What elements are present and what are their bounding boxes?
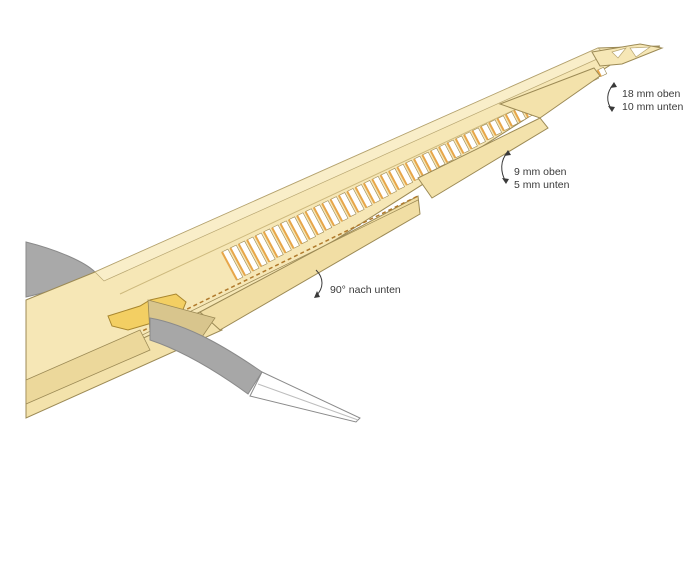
mid-deflection-down: 5 mm unten (514, 179, 570, 191)
rib (379, 174, 392, 195)
tip-deflection-down: 10 mm unten (622, 101, 684, 113)
rib (329, 198, 344, 222)
rib (438, 146, 449, 163)
rib (421, 154, 432, 172)
rib (354, 186, 368, 209)
mid-deflection-label: 9 mm oben 5 mm unten (514, 166, 569, 192)
tip-cutout-1 (611, 47, 627, 59)
rib (287, 219, 303, 245)
inner-aileron (199, 195, 421, 331)
root-deflection-text: 90° nach unten (330, 284, 401, 296)
rib (496, 118, 505, 132)
rib (454, 138, 465, 154)
rib (321, 203, 335, 227)
rib (296, 215, 311, 240)
rib (504, 114, 513, 127)
root-rib-lower (25, 329, 151, 405)
rib (479, 126, 489, 141)
servo-hatch (107, 293, 187, 331)
rib (488, 122, 497, 136)
rib (471, 130, 481, 145)
mid-deflection-up: 9 mm oben (514, 166, 567, 178)
rib (262, 231, 279, 258)
tail-boom-tube (249, 371, 361, 423)
rib (463, 134, 473, 150)
rib (429, 150, 441, 168)
mid-deflection-arrow (501, 151, 509, 183)
tip-deflection-label: 18 mm oben 10 mm unten (622, 88, 683, 114)
rib (346, 190, 360, 213)
rib (337, 194, 352, 218)
rib (413, 158, 424, 177)
tip-deflection-up: 18 mm oben (622, 88, 681, 100)
rib (596, 69, 602, 77)
tip-cutout-2 (629, 46, 652, 58)
rib (446, 142, 457, 159)
mid-aileron (417, 117, 549, 199)
mid-arrow-head-up (504, 150, 511, 156)
outer-aileron (498, 67, 601, 119)
mid-arrow-head-down (502, 178, 509, 184)
fuselage-boom (149, 317, 263, 395)
rib (221, 251, 238, 281)
tip-arrow-head-up (610, 82, 617, 88)
rib (271, 227, 287, 254)
rib (237, 243, 255, 272)
rib (312, 207, 327, 231)
rib (396, 166, 408, 186)
tip-arrow-head-down (608, 106, 615, 112)
rib (388, 170, 400, 191)
rib (304, 211, 319, 236)
rib (229, 247, 246, 276)
rib (254, 235, 271, 263)
rib (404, 162, 416, 181)
rib (279, 223, 295, 249)
tail-boom-line (257, 383, 359, 421)
rib (363, 182, 376, 204)
rib (513, 110, 521, 123)
wing-tip (591, 43, 664, 67)
root-deflection-label: 90° nach unten (330, 284, 401, 297)
rib (371, 178, 384, 200)
root-arrow-head (314, 291, 320, 298)
rib (246, 239, 263, 267)
